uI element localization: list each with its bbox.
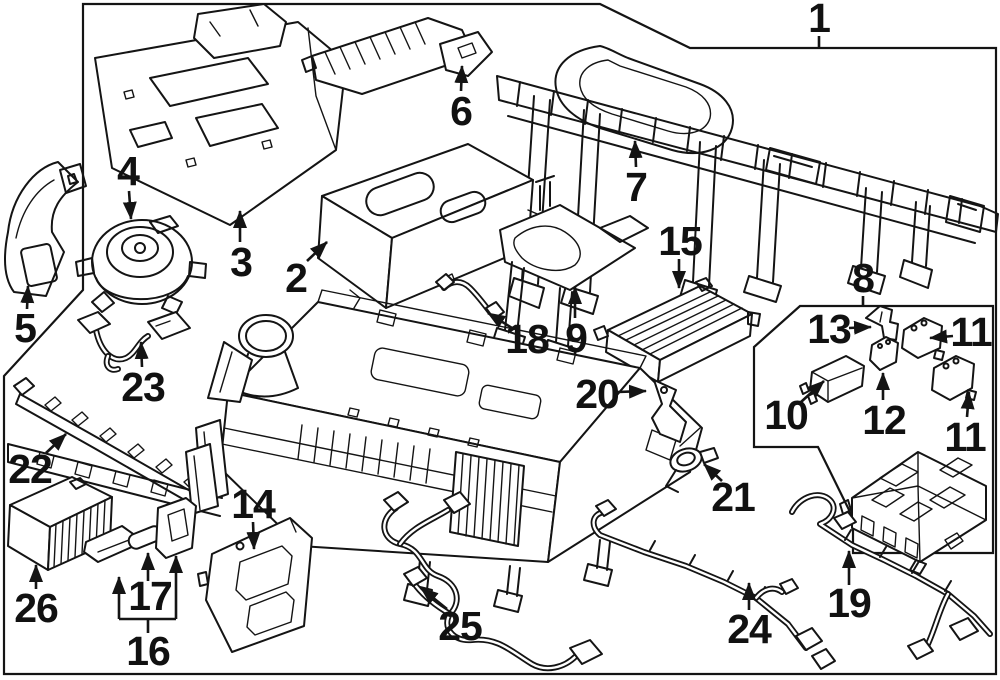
battery-ecu-drawing	[593, 277, 761, 383]
callout-22-label: 22	[8, 446, 52, 492]
callout-22-leader-0	[45, 433, 67, 454]
callout-21-label: 21	[711, 474, 755, 520]
callout-13-label: 13	[807, 306, 851, 352]
callout-10-label: 10	[764, 392, 808, 438]
callout-7-label: 7	[625, 164, 647, 210]
harness-drawing-19	[789, 492, 993, 660]
callout-12-label: 12	[862, 397, 906, 443]
callout-18-leader-0	[487, 311, 513, 330]
callout-4-leader-0	[122, 190, 137, 220]
harness-drawing-24	[590, 499, 836, 670]
module-drawing-10	[799, 355, 865, 405]
callout-7-leader-0	[628, 140, 643, 168]
bracket-arm-drawing	[651, 379, 687, 443]
callout-11b-label: 11	[944, 414, 986, 460]
cover-top-bracket-drawing	[193, 3, 287, 59]
fuse-kit-drawing	[83, 497, 197, 563]
callout-24-label: 24	[727, 606, 772, 652]
mount-bracket-drawing	[491, 175, 649, 366]
junction-block-drawing	[839, 451, 987, 575]
callout-14-leader-0	[246, 521, 261, 550]
callout-16-label: 16	[126, 628, 170, 674]
callout-5-leader-0	[20, 285, 35, 310]
mount-plate-drawing	[197, 517, 313, 653]
callout-11a-leader-0	[929, 329, 954, 344]
jumper-cable-drawing	[435, 273, 505, 320]
sub-harness-drawing	[77, 311, 191, 373]
callout-21-leader-0	[703, 463, 723, 482]
callout-23-leader-0	[134, 341, 149, 368]
callout-23-label: 23	[121, 364, 165, 410]
callout-25-leader-0	[420, 586, 448, 611]
callout-20-leader-0	[617, 384, 647, 399]
callout-3-label: 3	[230, 239, 252, 285]
callout-2-leader-0	[306, 241, 328, 262]
callout-5-label: 5	[14, 305, 36, 351]
callout-15-label: 15	[658, 218, 702, 264]
battery-cover-drawing	[317, 143, 543, 309]
callout-2-label: 2	[285, 255, 307, 301]
callout-26-label: 26	[14, 585, 58, 631]
callout-9-label: 9	[565, 315, 587, 361]
callout-layer: 1234567891011121311141516171819202122232…	[8, 0, 993, 674]
callout-13-leader-0	[848, 320, 872, 335]
cooling-manifold-drawing	[301, 17, 493, 95]
blower-motor-drawing	[75, 215, 207, 315]
relay-drawing-11-upper	[901, 317, 945, 361]
sensor-drawing	[665, 447, 719, 493]
callout-8-label: 8	[852, 255, 874, 301]
callout-4-label: 4	[117, 148, 140, 194]
callout-17-label: 17	[128, 573, 172, 619]
callout-25-label: 25	[438, 603, 482, 649]
callout-6-leader-0	[454, 65, 469, 92]
battery-module-drawing	[7, 476, 113, 571]
callout-6-label: 6	[450, 88, 472, 134]
callout-1-label: 1	[808, 0, 830, 41]
callout-20-label: 20	[575, 371, 619, 417]
callout-11a-label: 11	[950, 309, 992, 355]
battery-pack-cover-drawing	[94, 21, 347, 226]
vent-duct-drawing	[3, 161, 87, 297]
callout-10-leader-0	[800, 380, 825, 403]
callout-11b-leader-0	[960, 391, 975, 418]
relay-drawing-12	[869, 336, 899, 371]
callout-18-label: 18	[505, 316, 549, 362]
side-rail-harness-drawing	[13, 377, 219, 515]
callout-14-label: 14	[231, 481, 276, 527]
callout-19-label: 19	[827, 580, 871, 626]
clip-drawing-13	[865, 305, 899, 341]
